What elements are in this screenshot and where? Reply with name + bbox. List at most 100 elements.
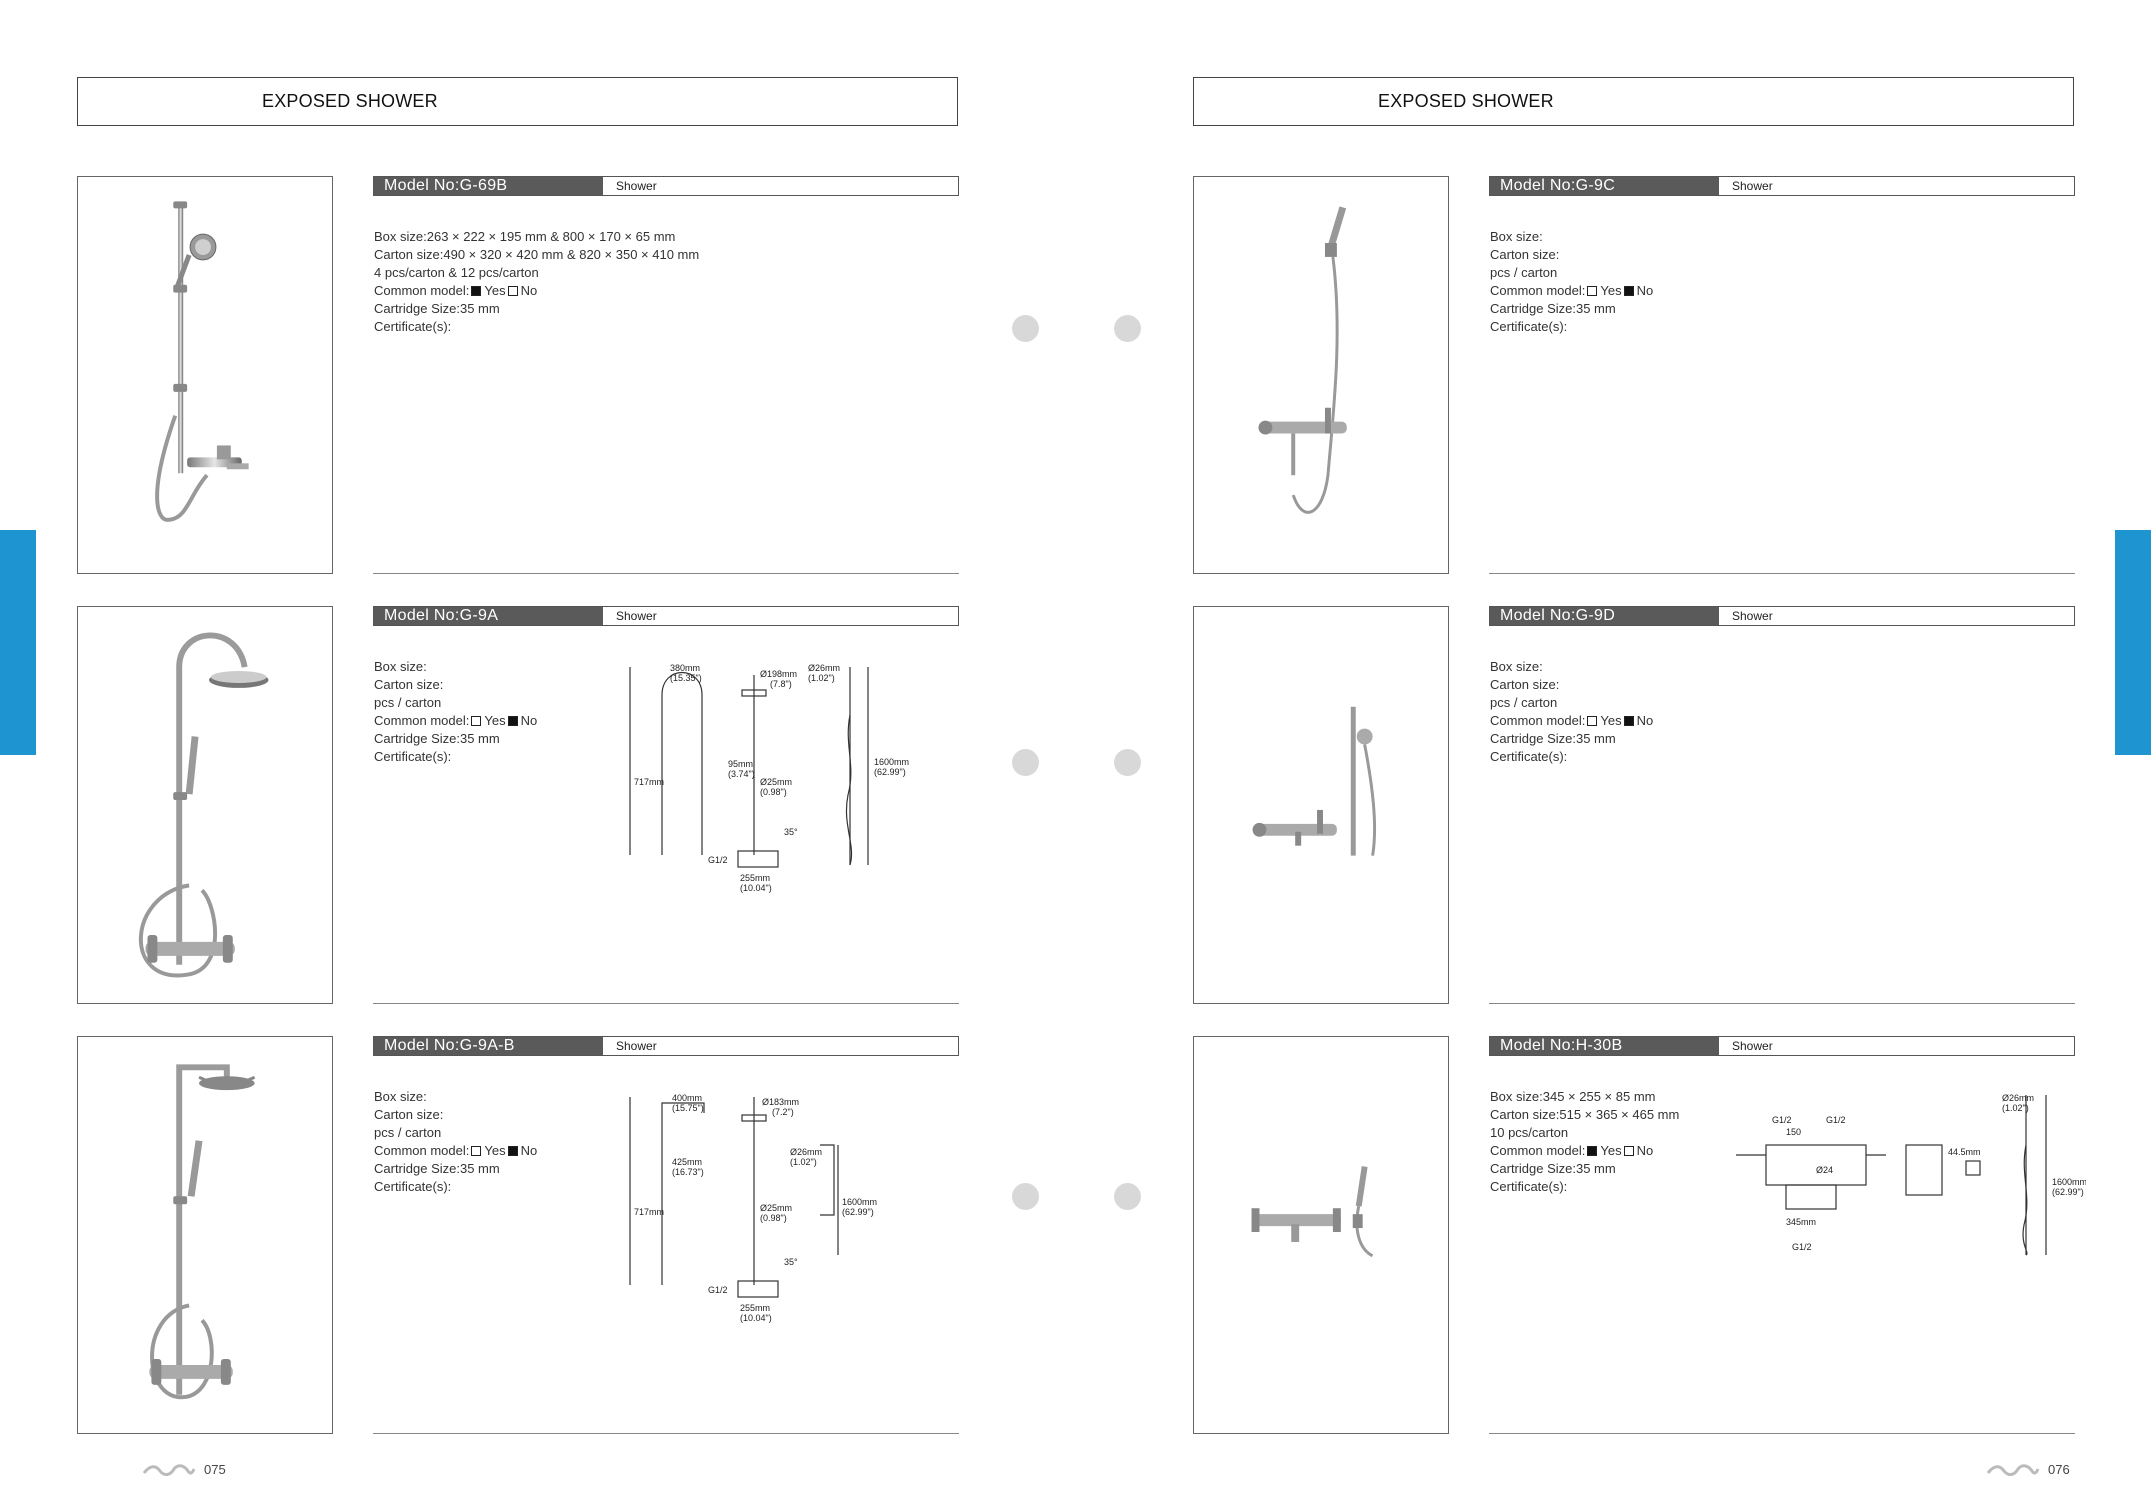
product-photo-g9c [1193, 176, 1449, 574]
carton-size: Carton size:515 × 365 × 465 mm [1490, 1107, 1680, 1122]
no-label: No [1636, 1143, 1654, 1158]
yes-checkbox [471, 716, 482, 726]
technical-drawing-h30b: G1/2 150 G1/2 Ø26mm (1.02") 345mm Ø24 44… [1726, 1085, 2087, 1265]
shower-set-illustration [155, 201, 249, 522]
yes-checkbox [471, 286, 482, 296]
product-type: Shower [616, 609, 657, 623]
shower-column-illustration [138, 632, 269, 978]
product-photo-g69b [77, 176, 333, 574]
divider [1489, 1433, 2075, 1434]
page-footer: 075 [142, 1462, 226, 1477]
divider [1489, 1003, 2075, 1004]
cartridge-size: Cartridge Size:35 mm [374, 731, 500, 746]
dim-label: G1/2 [708, 1285, 728, 1295]
pcs-per-carton: pcs / carton [374, 695, 442, 710]
spec-list: Box size:345 × 255 × 85 mm Carton size:5… [1490, 1088, 1679, 1196]
brand-wave-icon [1986, 1463, 2040, 1476]
dim-label: (0.98") [760, 1213, 787, 1223]
dim-label: (7.8") [770, 679, 792, 689]
no-checkbox [1623, 716, 1634, 726]
dim-label: 1600mm [2052, 1177, 2086, 1187]
binding-dot [1114, 1183, 1141, 1210]
no-checkbox [1623, 1146, 1634, 1156]
shower-valve-illustration [1258, 206, 1347, 514]
model-bar: Model No:G-9D Shower [1489, 606, 2075, 626]
spec-list: Box size: Carton size: pcs / carton Comm… [374, 658, 537, 766]
no-label: No [520, 713, 538, 728]
yes-label: Yes [484, 713, 506, 728]
technical-drawing-g9ab: 400mm (15.75") Ø183mm (7.2") Ø26mm (1.02… [612, 1085, 912, 1325]
dim-label: G1/2 [1792, 1242, 1812, 1252]
dim-label: (15.35") [670, 673, 702, 683]
binding-dot [1012, 749, 1039, 776]
dim-label: G1/2 [708, 855, 728, 865]
carton-size: Carton size:490 × 320 × 420 mm & 820 × 3… [374, 247, 700, 262]
dim-label: G1/2 [1772, 1115, 1792, 1125]
yes-label: Yes [1600, 1143, 1622, 1158]
pcs-per-carton: pcs / carton [1490, 265, 1558, 280]
carton-size: Carton size: [374, 1107, 444, 1122]
pcs-per-carton: 4 pcs/carton & 12 pcs/carton [374, 265, 539, 280]
binding-dot [1114, 749, 1141, 776]
product-photo-h30b [1193, 1036, 1449, 1434]
box-size: Box size:345 × 255 × 85 mm [1490, 1089, 1656, 1104]
dim-label: (16.73") [672, 1167, 704, 1177]
divider [373, 573, 959, 574]
cartridge-size: Cartridge Size:35 mm [1490, 1161, 1616, 1176]
box-size: Box size: [1490, 229, 1543, 244]
common-model-label: Common model: [374, 713, 470, 728]
dim-label: 35° [784, 1257, 798, 1267]
section-tab-right [2115, 530, 2151, 755]
dim-label: Ø25mm [760, 1203, 792, 1213]
technical-drawing-g9a: 380mm (15.35") Ø198mm (7.8") Ø26mm (1.02… [612, 655, 912, 895]
page-number: 076 [2048, 1462, 2070, 1477]
page-number: 075 [204, 1462, 226, 1477]
no-checkbox [1623, 286, 1634, 296]
section-title: EXPOSED SHOWER [1378, 91, 1554, 111]
spec-list: Box size: Carton size: pcs / carton Comm… [374, 1088, 537, 1196]
section-header: EXPOSED SHOWER [1193, 77, 2074, 126]
dim-label: Ø24 [1816, 1165, 1833, 1175]
dim-label: 35° [784, 827, 798, 837]
common-model-label: Common model: [374, 1143, 470, 1158]
yes-checkbox [471, 1146, 482, 1156]
dim-label: (1.02") [790, 1157, 817, 1167]
dim-label: 255mm [740, 1303, 770, 1313]
certificates: Certificate(s): [374, 749, 452, 764]
no-label: No [520, 283, 538, 298]
spec-list: Box size:263 × 222 × 195 mm & 800 × 170 … [374, 228, 699, 336]
no-label: No [1636, 713, 1654, 728]
dim-label: (15.75") [672, 1103, 704, 1113]
dim-label: (0.98") [760, 787, 787, 797]
cartridge-size: Cartridge Size:35 mm [1490, 731, 1616, 746]
box-size: Box size: [374, 1089, 427, 1104]
dim-label: 400mm [672, 1093, 702, 1103]
dim-label: 95mm [728, 759, 753, 769]
dim-label: 717mm [634, 777, 664, 787]
yes-checkbox [1587, 1146, 1598, 1156]
bath-mixer-illustration [1251, 1166, 1374, 1258]
dim-label: Ø26mm [790, 1147, 822, 1157]
no-checkbox [507, 716, 518, 726]
yes-label: Yes [484, 1143, 506, 1158]
dim-label: 255mm [740, 873, 770, 883]
model-number: Model No:G-9A-B [374, 1037, 603, 1055]
product-type: Shower [616, 1039, 657, 1053]
dim-label: (62.99") [2052, 1187, 2084, 1197]
divider [373, 1433, 959, 1434]
common-model-label: Common model: [374, 283, 470, 298]
product-photo-g9ab [77, 1036, 333, 1434]
no-checkbox [507, 1146, 518, 1156]
model-number: Model No:G-9D [1490, 607, 1719, 625]
certificates: Certificate(s): [1490, 319, 1568, 334]
dim-label: 1600mm [874, 757, 909, 767]
certificates: Certificate(s): [1490, 1179, 1568, 1194]
common-model-label: Common model: [1490, 283, 1586, 298]
section-tab-left [0, 530, 36, 755]
section-title: EXPOSED SHOWER [262, 91, 438, 111]
dim-label: 425mm [672, 1157, 702, 1167]
pcs-per-carton: pcs / carton [1490, 695, 1558, 710]
